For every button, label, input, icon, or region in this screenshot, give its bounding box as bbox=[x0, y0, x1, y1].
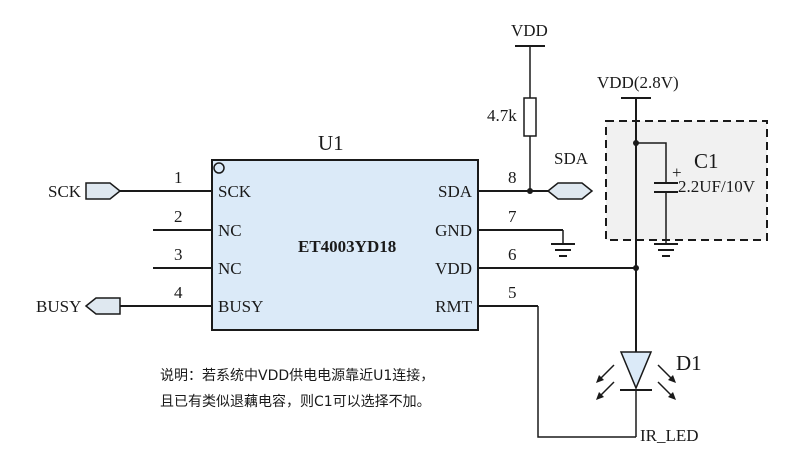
emission-arrowhead-right-1 bbox=[668, 375, 676, 383]
diode-ref: D1 bbox=[676, 351, 702, 375]
cap-top-wire bbox=[636, 142, 667, 183]
resistor-value: 4.7k bbox=[487, 106, 517, 125]
note-line-1: 说明：若系统中VDD供电电源靠近U1连接， bbox=[160, 367, 434, 384]
busy-net-label: BUSY bbox=[36, 297, 81, 316]
pin1-number: 1 bbox=[174, 168, 183, 187]
sda-junction bbox=[527, 188, 533, 194]
pin1-indicator bbox=[213, 162, 225, 174]
vdd28-net-label: VDD(2.8V) bbox=[597, 73, 679, 92]
emission-arrowhead-right-2 bbox=[668, 392, 676, 400]
sda-net-label: SDA bbox=[554, 149, 589, 168]
pin1-name: SCK bbox=[218, 182, 252, 201]
diode-triangle bbox=[619, 351, 653, 390]
emission-arrowhead-left-1 bbox=[596, 375, 604, 383]
busy-port bbox=[84, 297, 121, 315]
capacitor-ref: C1 bbox=[694, 149, 719, 173]
resistor-body bbox=[523, 97, 537, 137]
pin2-number: 2 bbox=[174, 207, 183, 226]
pin3-name: NC bbox=[218, 259, 242, 278]
sck-port bbox=[85, 182, 122, 200]
pin4-number: 4 bbox=[174, 283, 183, 302]
pin5-number: 5 bbox=[508, 283, 517, 302]
vdd-junction bbox=[633, 265, 639, 271]
capacitor-dashed-box bbox=[605, 120, 768, 241]
capacitor-value: 2.2UF/10V bbox=[678, 177, 756, 196]
vdd-net-label: VDD bbox=[511, 21, 548, 40]
rmt-wire bbox=[537, 306, 636, 438]
note-line-2: 且已有类似退藕电容，则C1可以选择不加。 bbox=[160, 393, 431, 410]
pin5-name: RMT bbox=[435, 297, 472, 316]
pin8-number: 8 bbox=[508, 168, 517, 187]
pin2-name: NC bbox=[218, 221, 242, 240]
sck-net-label: SCK bbox=[48, 182, 82, 201]
pin7-number: 7 bbox=[508, 207, 517, 226]
chip-ref: U1 bbox=[318, 131, 344, 155]
pin3-number: 3 bbox=[174, 245, 183, 264]
pin8-name: SDA bbox=[438, 182, 473, 201]
sda-port bbox=[546, 182, 594, 200]
pin7-name: GND bbox=[435, 221, 472, 240]
chip-part-number: ET4003YD18 bbox=[298, 237, 396, 256]
pin6-number: 6 bbox=[508, 245, 517, 264]
ir-led-net-label: IR_LED bbox=[640, 426, 699, 445]
chip-body bbox=[211, 159, 479, 331]
emission-arrowhead-left-2 bbox=[596, 392, 604, 400]
pin6-name: VDD bbox=[435, 259, 472, 278]
pin4-name: BUSY bbox=[218, 297, 263, 316]
capacitor-polarity: + bbox=[672, 163, 682, 182]
